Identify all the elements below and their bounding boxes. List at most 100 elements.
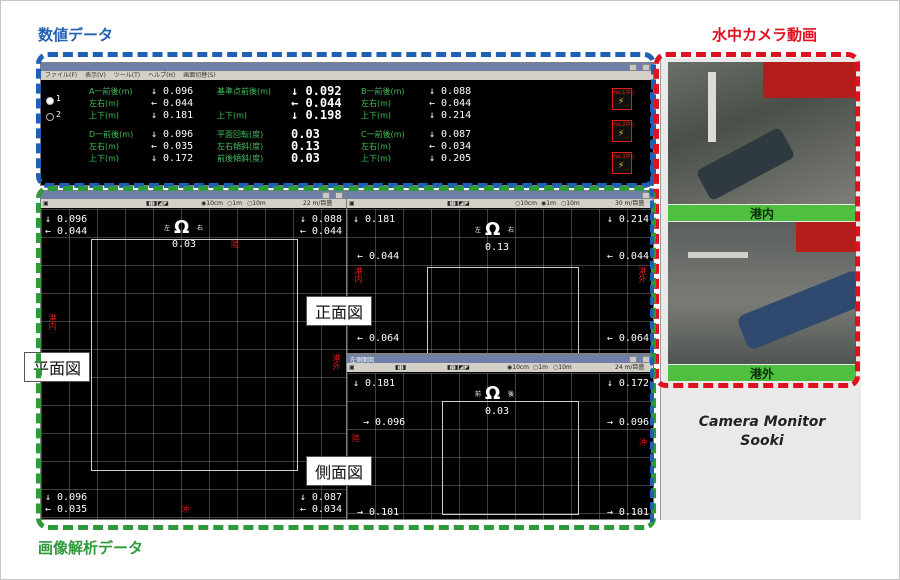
front-bot-right: ← 0.064 — [606, 333, 649, 344]
numeric-value: ↓ 0.092 — [291, 84, 342, 98]
menu-file[interactable]: ファイル(F) — [45, 72, 78, 79]
menu-screen[interactable]: 画面切替(S) — [183, 72, 216, 79]
side-rotation-value: 0.03 — [485, 406, 510, 417]
front-rotation-value: 0.13 — [485, 242, 510, 253]
side-grid[interactable]: ↓ 0.181 ↓ 0.172 Ω 前 後 0.03 → 0.096 → 0.0… — [347, 373, 653, 519]
plan-top-left-2: ← 0.044 — [45, 226, 88, 237]
numeric-data-outline-right — [650, 92, 654, 522]
numeric-value: ← 0.044 — [291, 96, 342, 110]
numeric-label: 平面回転(度) — [217, 130, 264, 139]
mark-inner-harbor: 港内 — [354, 267, 363, 283]
mark-offshore: 沖 — [181, 505, 189, 514]
zoom-buttons[interactable]: ◧◨◩◪ — [447, 364, 470, 371]
front-toolbar: ▣ ◧◨◩◪ ○10cm ◉1m ○10m 30 m/目盛 — [347, 199, 653, 208]
mark-offshore: 沖 — [639, 438, 647, 447]
plan-bottom-left-1: ↓ 0.096 — [45, 492, 88, 503]
radio-option-2[interactable] — [46, 113, 54, 121]
reset-icon[interactable]: ▣ — [349, 364, 355, 371]
brand-line-1: Camera Monitor — [698, 414, 826, 430]
front-mid-right: ← 0.044 — [606, 251, 649, 262]
scale-option-10m[interactable]: ○10m — [247, 200, 266, 207]
numeric-value: ← 0.034 — [429, 141, 472, 152]
scale-option-10cm[interactable]: ◉10cm — [507, 364, 530, 371]
rotation-icon: Ω — [174, 217, 190, 238]
minimize-button[interactable] — [322, 192, 330, 199]
side-mid-left: → 0.096 — [363, 417, 406, 428]
plan-bottom-right-1: ↓ 0.087 — [299, 492, 342, 503]
numeric-value: ↓ 0.096 — [151, 86, 194, 97]
camera-video-callout: 水中カメラ動画 — [712, 26, 818, 44]
rot-right-label: 後 — [508, 391, 515, 398]
zoom-buttons[interactable]: ◧◨◩◪ — [447, 200, 470, 207]
scale-option-10cm[interactable]: ◉10cm — [201, 200, 224, 207]
caisson-outline — [91, 239, 298, 471]
side-top-right: ↓ 0.172 — [606, 378, 649, 389]
numeric-value: ↓ 0.172 — [151, 153, 194, 164]
menu-help[interactable]: ヘルプ(H) — [148, 72, 176, 79]
numeric-menubar: ファイル(F) 表示(V) ツール(T) ヘルプ(H) 画面切替(S) — [41, 71, 653, 80]
numeric-label: 上下(m) — [89, 154, 120, 163]
scale-option-1m[interactable]: ○1m — [533, 364, 548, 371]
camera-outline — [654, 52, 860, 388]
scale-readout: 24 m/目盛 — [615, 364, 645, 371]
image-analysis-callout: 画像解析データ — [38, 539, 144, 557]
front-bot-left: ← 0.064 — [357, 333, 400, 344]
signal-indicator-2: No.2中心 ⚡ — [612, 120, 636, 142]
camera-feed-inner-harbor[interactable] — [668, 62, 856, 204]
mark-outer-harbor: 港外 — [638, 267, 647, 283]
brand-line-2: Sooki — [740, 433, 784, 449]
camera-feed-outer-harbor[interactable] — [668, 222, 856, 364]
reset-icon[interactable]: ▣ — [43, 200, 49, 207]
lightning-icon: ⚡ — [618, 161, 625, 171]
reset-icon[interactable]: ▣ — [349, 200, 355, 207]
scale-option-10m[interactable]: ○10m — [561, 200, 580, 207]
minimize-button[interactable] — [629, 356, 637, 363]
numeric-label: A一前後(m) — [89, 87, 133, 96]
signal-indicator-3: No.3中心 ⚡ — [612, 152, 635, 174]
plan-grid[interactable]: ↓ 0.096 ← 0.044 ↓ 0.088 ← 0.044 Ω 左 右 0.… — [41, 209, 346, 519]
menu-tool[interactable]: ツール(T) — [113, 72, 141, 79]
numeric-value: ↓ 0.096 — [151, 129, 194, 140]
signal-label-1: No.1中心 — [614, 90, 636, 96]
scale-option-1m[interactable]: ◉1m — [541, 200, 556, 207]
signal-label-2: No.2中心 — [614, 122, 636, 128]
minimize-button[interactable] — [629, 64, 637, 71]
radio-option-1[interactable] — [46, 97, 54, 105]
numeric-label: 左右(m) — [361, 142, 392, 151]
numeric-label: C一前後(m) — [361, 130, 405, 139]
pole — [708, 72, 716, 142]
close-button[interactable] — [335, 192, 343, 199]
numeric-label: D一前後(m) — [89, 130, 134, 139]
numeric-value: ← 0.035 — [151, 141, 194, 152]
pan-buttons[interactable]: ◧◨ — [395, 364, 407, 371]
side-window-title: 左側面図 — [350, 357, 375, 364]
numeric-value: ↓ 0.181 — [151, 110, 194, 121]
mark-inner-harbor: 港内 — [48, 314, 57, 330]
front-grid[interactable]: ↓ 0.181 ↓ 0.214 Ω 左 右 0.13 ← 0.044 ← 0.0… — [347, 209, 653, 353]
front-view-label: 正面図 — [306, 296, 373, 326]
plan-titlebar — [41, 191, 346, 199]
side-bot-right: → 0.101 — [606, 507, 649, 518]
rot-right-label: 右 — [197, 225, 204, 232]
plan-view-window: ▣ ◧◨◩◪ ◉10cm ○1m ○10m 22 m/目盛 ↓ 0.096 ← … — [40, 190, 347, 520]
front-top-left: ↓ 0.181 — [353, 214, 396, 225]
signal-indicator-1: No.1中心 ⚡ — [612, 88, 636, 110]
numeric-label: 上下(m) — [217, 111, 248, 120]
plan-view-label: 平面図 — [24, 352, 91, 382]
scale-option-10m[interactable]: ○10m — [553, 364, 572, 371]
menu-view[interactable]: 表示(V) — [85, 72, 106, 79]
zoom-buttons[interactable]: ◧◨◩◪ — [146, 200, 169, 207]
numeric-window-titlebar — [41, 63, 653, 71]
close-button[interactable] — [642, 64, 650, 71]
lightning-icon: ⚡ — [618, 97, 625, 107]
image-analysis-outline — [36, 186, 656, 530]
front-top-right: ↓ 0.214 — [606, 214, 649, 225]
close-button[interactable] — [642, 356, 650, 363]
scale-readout: 22 m/目盛 — [303, 200, 333, 207]
side-view-window: 左側面図 ▣ ◧◨ ◧◨◩◪ ◉10cm ○1m ○10m 24 m/目盛 ↓ … — [346, 354, 654, 520]
scale-option-1m[interactable]: ○1m — [227, 200, 242, 207]
rot-left-label: 前 — [475, 391, 482, 398]
side-toolbar: ▣ ◧◨ ◧◨◩◪ ◉10cm ○1m ○10m 24 m/目盛 — [347, 363, 653, 372]
scale-option-10cm[interactable]: ○10cm — [515, 200, 538, 207]
side-mid-right: → 0.096 — [606, 417, 649, 428]
